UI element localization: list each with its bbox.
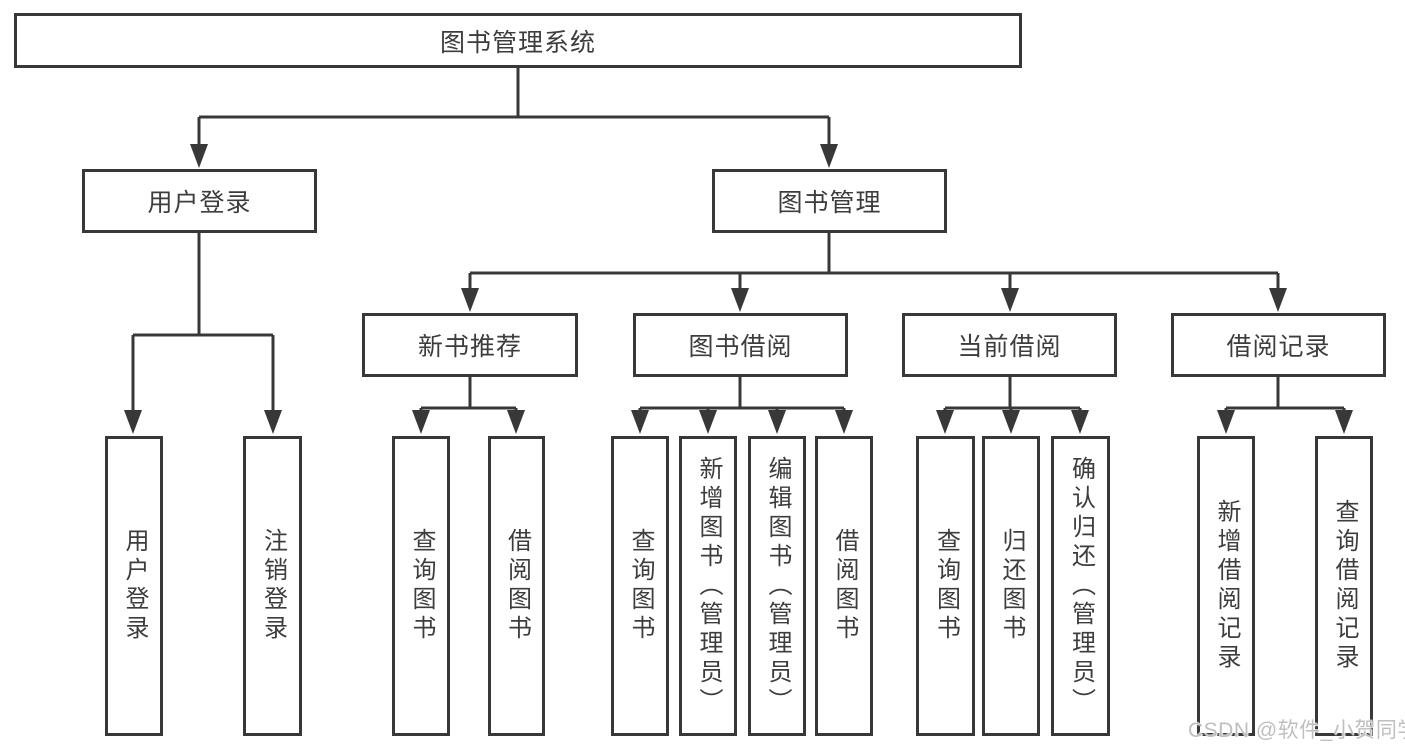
- leaf-confirm-return-admin: 确认归还（管理员）: [1051, 436, 1110, 736]
- leaf-user-login: 用户登录: [105, 436, 163, 736]
- node-book-borrow: 图书借阅: [633, 313, 848, 377]
- leaf-borrow-books: 借阅图书: [815, 436, 873, 736]
- leaf-label: 用户登录: [121, 528, 148, 644]
- node-new-book-recommend: 新书推荐: [362, 313, 578, 377]
- leaf-label: 借阅图书: [503, 528, 531, 644]
- node-label: 用户登录: [147, 189, 252, 217]
- node-label: 图书管理: [777, 189, 882, 217]
- leaf-logout: 注销登录: [243, 436, 302, 736]
- leaf-label: 查询图书: [932, 528, 960, 644]
- node-borrow-records: 借阅记录: [1171, 313, 1386, 377]
- node-label: 借阅记录: [1226, 333, 1331, 361]
- leaf-query-books: 查询图书: [916, 436, 975, 736]
- leaf-label: 确认归还（管理员）: [1067, 455, 1095, 717]
- node-label: 图书管理系统: [439, 28, 596, 57]
- leaf-return-book: 归还图书: [982, 436, 1040, 736]
- leaf-label: 注销登录: [259, 528, 287, 644]
- leaf-add-borrow-record: 新增借阅记录: [1197, 436, 1255, 736]
- leaf-borrow-books: 借阅图书: [488, 436, 545, 736]
- node-library-management-system: 图书管理系统: [14, 13, 1022, 68]
- leaf-label: 编辑图书（管理员）: [764, 455, 791, 717]
- node-label: 当前借阅: [957, 333, 1062, 361]
- leaf-label: 查询借阅记录: [1331, 499, 1358, 673]
- node-user-login-branch: 用户登录: [82, 169, 317, 233]
- leaf-label: 新增借阅记录: [1213, 499, 1240, 673]
- node-label: 新书推荐: [417, 333, 522, 361]
- leaf-add-book-admin: 新增图书（管理员）: [679, 436, 737, 736]
- leaf-edit-book-admin: 编辑图书（管理员）: [748, 436, 806, 736]
- leaf-label: 借阅图书: [831, 528, 858, 644]
- node-label: 图书借阅: [688, 333, 793, 361]
- leaf-label: 归还图书: [998, 528, 1025, 644]
- leaf-query-borrow-record: 查询借阅记录: [1315, 436, 1373, 736]
- leaf-label: 查询图书: [408, 528, 435, 644]
- node-current-borrow: 当前借阅: [902, 313, 1117, 377]
- leaf-query-books: 查询图书: [611, 436, 669, 736]
- leaf-label: 新增图书（管理员）: [695, 455, 722, 717]
- leaf-query-books: 查询图书: [392, 436, 450, 736]
- leaf-label: 查询图书: [627, 528, 654, 644]
- csdn-watermark: CSDN @软件_小贺同学: [1188, 719, 1405, 742]
- arrowheads: [124, 144, 1353, 434]
- node-book-management: 图书管理: [712, 169, 947, 233]
